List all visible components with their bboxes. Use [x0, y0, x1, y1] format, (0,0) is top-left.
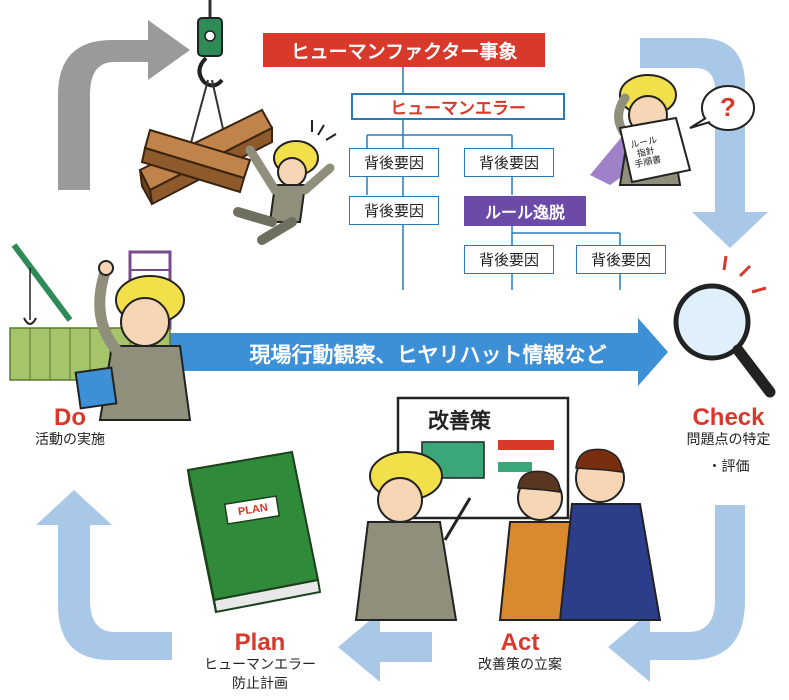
phase-act-desc-1: 改善策の立案: [478, 657, 562, 673]
plan-book-icon: [186, 450, 322, 614]
cause-box-1: 背後要因: [349, 148, 439, 177]
cycle-arrow-left: [36, 490, 172, 660]
improvement-board-title: 改善策: [428, 409, 491, 433]
phase-do-title: Do: [54, 404, 86, 431]
phase-check-desc-1: 問題点の特定: [686, 432, 771, 448]
cycle-arrow-right-bottom: [608, 505, 745, 682]
banner-arrow: [150, 318, 668, 386]
phase-act-title: Act: [500, 629, 540, 656]
grey-cycle-arrow: [58, 20, 190, 190]
phase-plan-desc-2: 防止計画: [232, 676, 288, 692]
human-error-box: ヒューマンエラー: [351, 93, 565, 120]
phase-plan-desc-1: ヒューマンエラー: [204, 657, 316, 673]
falling-worker-icon: [233, 120, 337, 245]
question-mark: ?: [720, 92, 736, 122]
lumber-icon: [138, 108, 274, 206]
thinking-worker-icon: [590, 74, 755, 186]
rule-deviation-box: ルール逸脱: [464, 196, 586, 226]
cause-box-4: 背後要因: [464, 245, 554, 274]
phase-check: Check 問題点の特定 ・評価: [668, 405, 789, 477]
cause-box-5: 背後要因: [576, 245, 666, 274]
phase-act: Act 改善策の立案: [450, 630, 590, 675]
phase-check-title: Check: [692, 404, 765, 431]
phase-check-desc-2: ・評価: [707, 459, 750, 475]
cycle-arrow-act-plan: [338, 612, 432, 682]
phase-plan-title: Plan: [234, 629, 286, 656]
presenter-worker-icon: [354, 451, 472, 621]
human-factor-title: ヒューマンファクター事象: [263, 33, 545, 67]
phase-do: Do 活動の実施: [10, 405, 130, 450]
observation-banner: 現場行動観察、ヒヤリハット情報など: [249, 343, 607, 367]
cause-box-3: 背後要因: [349, 196, 439, 225]
phase-plan: Plan ヒューマンエラー 防止計画: [180, 630, 340, 694]
cause-box-2: 背後要因: [464, 148, 554, 177]
pointing-worker-icon: [74, 260, 192, 421]
listener-icon: [498, 448, 662, 621]
phase-do-desc-1: 活動の実施: [35, 432, 105, 448]
magnifier-icon: [673, 255, 776, 398]
